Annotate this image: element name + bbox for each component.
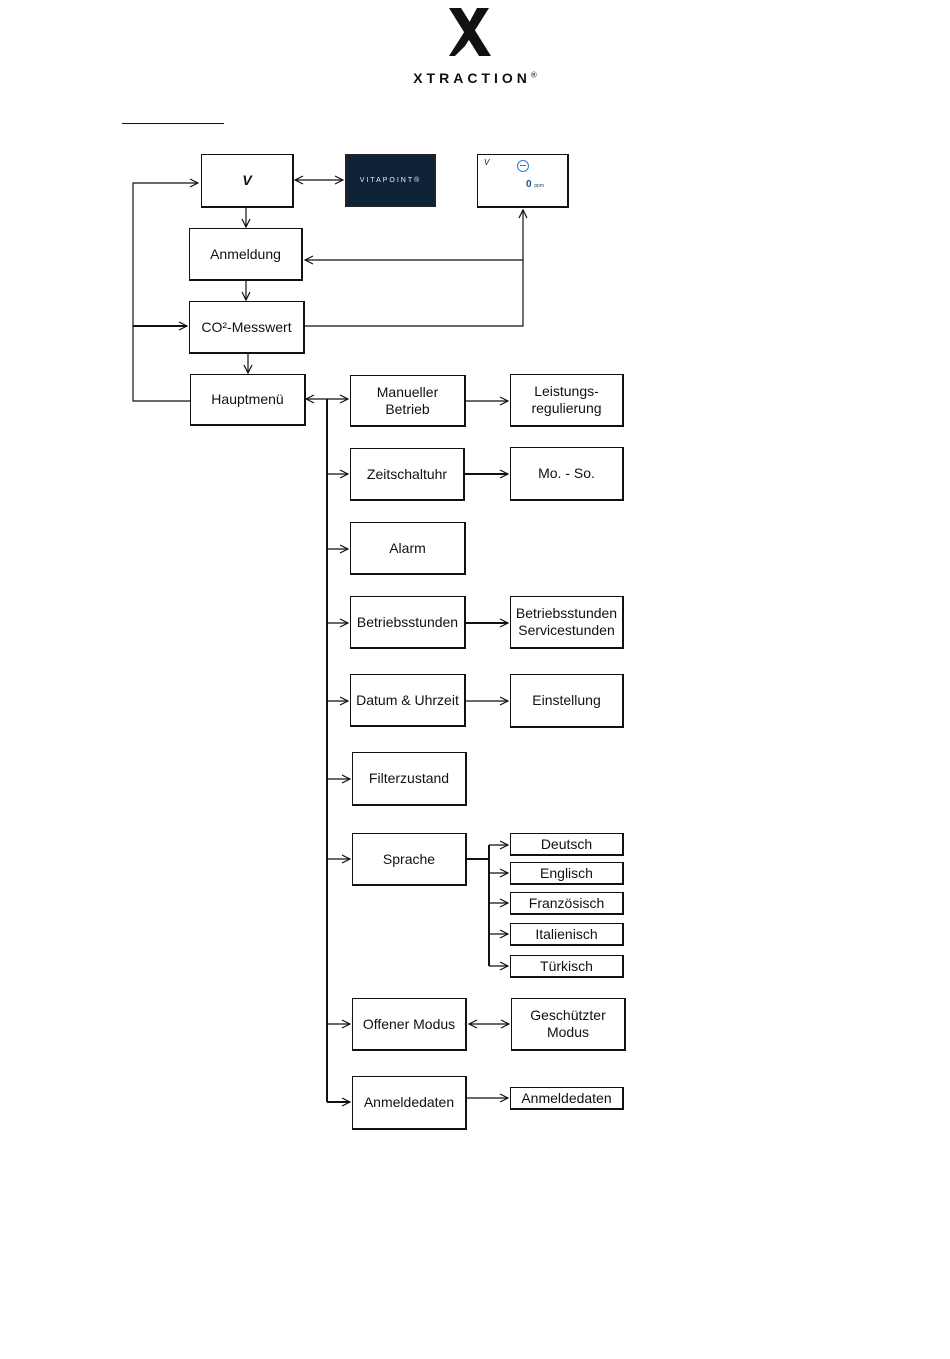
- node-anmeldedaten: Anmeldedaten: [352, 1076, 467, 1130]
- x-logo-icon: [449, 8, 491, 56]
- splash-text: VITAPOINT®: [359, 177, 422, 184]
- node-geschuetzter-modus: Geschützter Modus: [511, 998, 626, 1051]
- node-sprache: Sprache: [352, 833, 467, 886]
- node-datum-uhrzeit: Datum & Uhrzeit: [350, 674, 466, 727]
- node-italienisch: Italienisch: [510, 923, 624, 946]
- brand-name: XTRACTION®: [413, 70, 537, 86]
- status-reading: 0 ppm: [526, 179, 545, 190]
- node-franzoesisch: Französisch: [510, 892, 624, 915]
- node-anmeldung: Anmeldung: [189, 228, 303, 281]
- node-anmeldedaten-sub: Anmeldedaten: [510, 1087, 624, 1110]
- node-einstellung: Einstellung: [510, 674, 624, 728]
- node-tuerkisch: Türkisch: [510, 955, 624, 978]
- status-screen: V 0 ppm: [477, 154, 569, 208]
- node-zeitschaltuhr: Zeitschaltuhr: [350, 448, 465, 501]
- node-deutsch: Deutsch: [510, 833, 624, 856]
- node-leistungsregulierung: Leistungs- regulierung: [510, 374, 624, 427]
- start-screen-box: V: [201, 154, 294, 208]
- header-underline: [122, 123, 224, 124]
- node-betriebsstunden: Betriebsstunden: [350, 596, 466, 649]
- header-logo: XTRACTION®: [0, 0, 950, 100]
- node-mo-so: Mo. - So.: [510, 447, 624, 501]
- node-offener-modus: Offener Modus: [352, 998, 467, 1051]
- gauge-icon: [517, 160, 529, 172]
- splash-screen: VITAPOINT®: [345, 154, 436, 207]
- status-v-mark: V: [484, 158, 490, 167]
- v-mark-icon: V: [242, 172, 252, 188]
- node-betriebs-servicestunden: Betriebsstunden Servicestunden: [510, 596, 624, 649]
- node-englisch: Englisch: [510, 862, 624, 885]
- node-co2-messwert: CO²-Messwert: [189, 301, 305, 354]
- node-hauptmenue: Hauptmenü: [190, 374, 306, 426]
- node-filterzustand: Filterzustand: [352, 752, 467, 806]
- node-alarm: Alarm: [350, 522, 466, 575]
- node-manueller-betrieb: Manueller Betrieb: [350, 375, 466, 427]
